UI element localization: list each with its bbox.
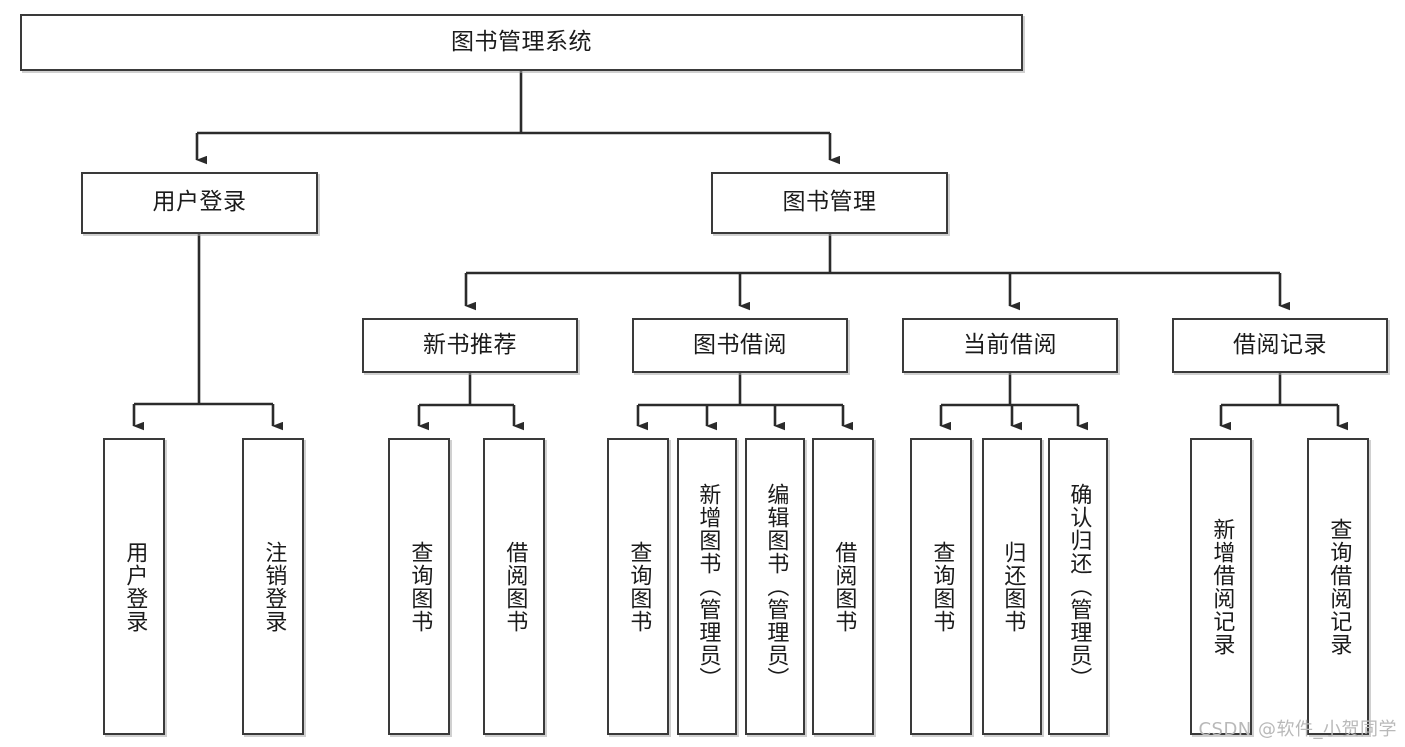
node-level2-label: 图书管理 [782,189,877,216]
node-leaf[interactable]: 查询借阅记录 [1307,438,1369,735]
node-leaf[interactable]: 新增图书（管理员） [677,438,737,735]
node-level3-label: 新书推荐 [423,331,517,358]
node-leaf-label: 确认归还（管理员） [1066,483,1092,690]
node-level3-label: 借阅记录 [1233,331,1327,358]
node-leaf-label: 查询图书 [929,540,955,633]
node-leaf[interactable]: 查询图书 [607,438,669,735]
node-level3[interactable]: 借阅记录 [1172,318,1388,373]
node-leaf-label: 查询借阅记录 [1326,517,1352,656]
node-leaf[interactable]: 新增借阅记录 [1190,438,1252,735]
node-leaf-label: 新增借阅记录 [1209,517,1235,656]
node-leaf[interactable]: 查询图书 [388,438,450,735]
node-leaf-label: 注销登录 [261,540,287,633]
node-level3-label: 当前借阅 [963,331,1057,358]
node-leaf-label: 借阅图书 [502,540,528,633]
node-level2[interactable]: 图书管理 [711,172,948,234]
node-leaf[interactable]: 编辑图书（管理员） [745,438,805,735]
node-leaf-label: 查询图书 [626,540,652,633]
node-leaf[interactable]: 确认归还（管理员） [1048,438,1108,735]
node-leaf[interactable]: 归还图书 [982,438,1042,735]
node-leaf-label: 查询图书 [407,540,433,633]
node-level3[interactable]: 新书推荐 [362,318,578,373]
csdn-watermark: CSDN @软件_小贺同学 [1198,719,1397,740]
node-level2-label: 用户登录 [152,189,247,216]
node-level3-label: 图书借阅 [693,331,787,358]
node-leaf-label: 用户登录 [122,540,148,633]
node-leaf[interactable]: 注销登录 [242,438,304,735]
node-level3[interactable]: 当前借阅 [902,318,1118,373]
node-root-label: 图书管理系统 [451,28,592,55]
node-leaf-label: 新增图书（管理员） [695,483,721,690]
node-level2[interactable]: 用户登录 [81,172,318,234]
node-leaf-label: 编辑图书（管理员） [763,483,789,690]
node-leaf[interactable]: 借阅图书 [812,438,874,735]
node-leaf[interactable]: 用户登录 [103,438,165,735]
node-leaf-label: 归还图书 [1000,540,1026,633]
node-leaf-label: 借阅图书 [831,540,857,633]
node-leaf[interactable]: 借阅图书 [483,438,545,735]
node-root[interactable]: 图书管理系统 [20,14,1023,71]
node-level3[interactable]: 图书借阅 [632,318,848,373]
node-leaf[interactable]: 查询图书 [910,438,972,735]
